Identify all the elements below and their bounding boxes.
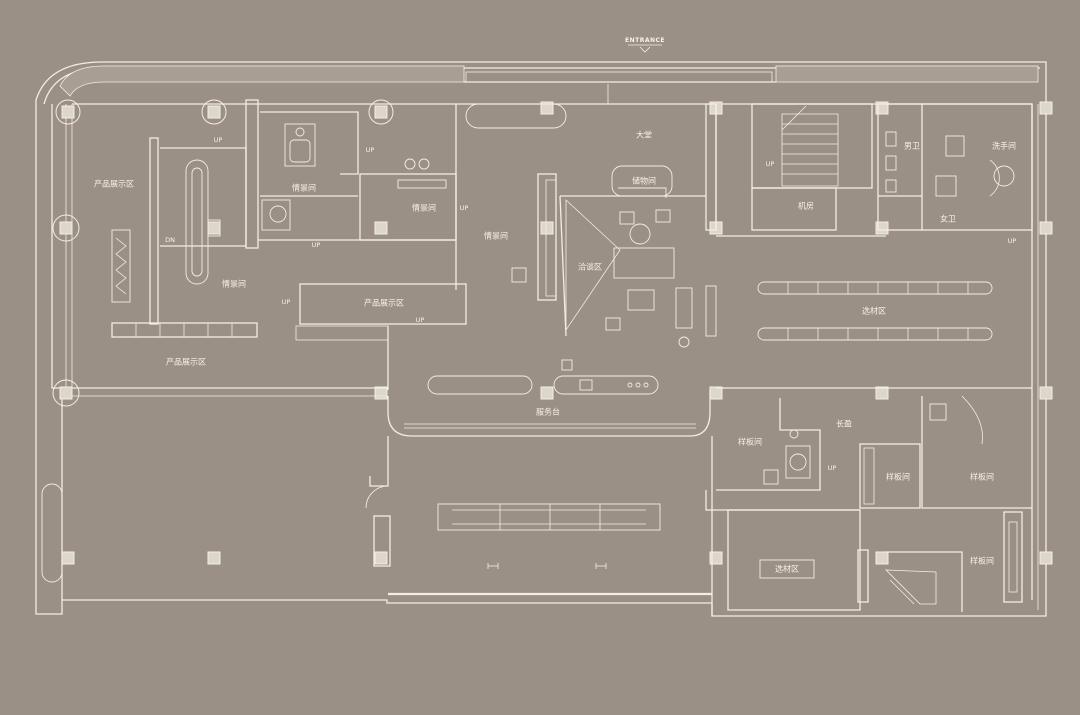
room-label-scene-4: 情景间 (484, 231, 508, 241)
columns (52, 99, 1053, 565)
room-label-washroom: 洗手间 (992, 141, 1016, 151)
room-label-scene-1: 情景间 (222, 279, 246, 289)
up-marker-4: UP (312, 241, 321, 249)
room-label-product-bottom: 产品展示区 (166, 357, 206, 367)
scene-room-3: UP UP 情景间 (312, 158, 469, 249)
up-marker-6: UP (416, 316, 425, 324)
negotiation-zone: 洽谈区 (537, 173, 717, 348)
outer-walls (35, 61, 1047, 617)
up-marker-1: UP (214, 136, 223, 144)
scene-room-escalator: DN UP 情景间 (160, 99, 259, 289)
up-marker-9: UP (828, 464, 837, 472)
up-marker-7: UP (766, 160, 775, 168)
material-zone: 选材区 (757, 281, 993, 341)
room-label-service-desk: 服务台 (536, 407, 560, 417)
room-label-womens-wc: 女卫 (940, 214, 956, 224)
room-label-sample-4: 样板间 (970, 556, 994, 566)
room-label-sample-1: 样板间 (738, 437, 762, 447)
room-label-product-left: 产品展示区 (94, 179, 134, 189)
facade-band-right (775, 65, 1039, 83)
restrooms: 男卫 女卫 洗手间 UP (877, 103, 1033, 245)
up-marker-3: UP (460, 204, 469, 212)
up-marker-2: UP (366, 146, 375, 154)
lower-hall (41, 436, 713, 616)
room-label-scene-3: 情景间 (412, 203, 436, 213)
stair-core: UP 机房 (716, 103, 886, 237)
service-desk: 服务台 (387, 359, 711, 437)
room-label-product-center: 产品展示区 (364, 298, 404, 308)
room-label-corridor: 长盈 (836, 419, 852, 429)
scene-room-2: UP 情景间 (260, 111, 375, 231)
facade-band (59, 65, 465, 97)
dn-marker: DN (165, 236, 175, 244)
sample-rooms: UP 样板间 长盈 样板间 样板间 选材区 样板间 (705, 387, 1032, 612)
room-label-lobby: 大堂 (636, 130, 652, 140)
room-label-negotiation: 洽谈区 (578, 262, 602, 272)
left-zone: 产品展示区 产品展示区 (72, 137, 387, 397)
center-product-zone: UP UP 产品展示区 情景间 (258, 104, 527, 390)
room-label-material-2: 选材区 (775, 564, 799, 574)
room-label-mens-wc: 男卫 (904, 142, 920, 151)
lobby: 大堂 储物间 (465, 84, 717, 231)
room-label-storage: 储物间 (632, 176, 656, 186)
room-label-scene-2: 情景间 (292, 183, 316, 193)
room-label-sample-2: 样板间 (886, 472, 910, 482)
entrance-marker: ENTRANCE (625, 37, 665, 53)
entrance-label: ENTRANCE (625, 37, 665, 44)
room-label-material: 选材区 (862, 306, 886, 316)
up-marker-5: UP (282, 298, 291, 306)
room-label-machine: 机房 (798, 201, 814, 211)
up-marker-8: UP (1008, 237, 1017, 245)
room-label-sample-3: 样板间 (970, 472, 994, 482)
